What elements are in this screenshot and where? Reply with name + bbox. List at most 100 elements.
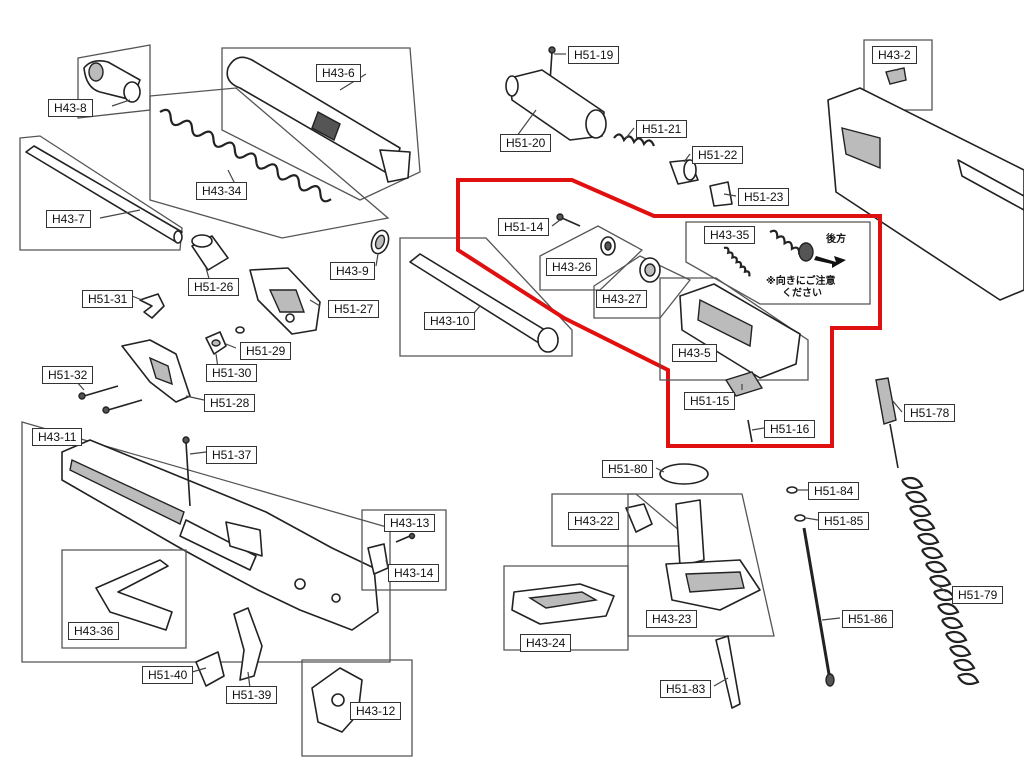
part-h51-27-hop-unit [249,267,321,335]
part-h51-22-bushing [669,159,699,185]
label-h51-86: H51-86 [842,610,894,628]
group-box-h43-2 [863,39,933,111]
label-h51-31: H51-31 [82,290,134,308]
group-box-h43-34 [149,87,390,239]
part-h51-26-bushing [191,234,229,271]
part-h51-39-sear [233,607,263,681]
label-h51-39: H51-39 [226,686,278,704]
label-h51-78: H51-78 [904,404,956,422]
part-h51-20-hop-chamber [505,69,607,141]
part-h51-85-oring [794,514,806,522]
part-h43-11-frame [61,439,379,631]
part-h51-84-oring [786,486,798,494]
part-h51-21-spring [613,133,656,147]
label-h43-22: H43-22 [568,512,620,530]
part-h51-79-mag-spring [901,476,980,686]
part-h43-2-sight [885,67,907,85]
part-h51-23-clip [709,181,733,207]
part-h51-28-screw [102,399,143,414]
part-h43-10-inner-barrel [409,253,559,353]
part-h43-27-gear [639,257,661,283]
label-h51-40: H51-40 [142,666,194,684]
label-h51-85: H51-85 [818,512,870,530]
part-h51-28-hammer-housing [121,339,191,403]
label-h51-37: H51-37 [206,446,258,464]
part-h43-34-recoil-spring [159,108,332,203]
part-h43-13-screw [395,532,416,543]
part-h51-15-plate [724,371,764,397]
label-h51-21: H51-21 [636,120,688,138]
label-h51-28: H51-28 [204,394,256,412]
part-h51-78-follower [875,377,899,469]
part-h43-23-magazine-body [665,499,761,611]
label-h43-14: H43-14 [388,564,440,582]
label-h43-2: H43-2 [872,46,917,64]
group-box-h43-6 [221,47,421,201]
label-h43-23: H43-23 [646,610,698,628]
group-box-h43-27 [593,255,692,319]
part-h51-30-nut [205,331,227,355]
group-box-h43-24 [503,565,629,651]
part-h43-12-hammer [311,667,363,733]
part-h51-14-screw [556,213,581,227]
label-h51-32: H51-32 [42,366,94,384]
label-h43-27: H43-27 [596,290,648,308]
part-h51-37-pin [182,436,191,507]
group-box-h43-11 [21,421,391,663]
label-h51-15: H51-15 [684,392,736,410]
label-h43-35: H43-35 [704,226,756,244]
part-h43-35-spring [723,229,814,277]
label-h43-13: H43-13 [384,514,436,532]
label-h51-27: H51-27 [328,300,380,318]
part-h51-16-pin [747,419,753,443]
label-h43-6: H43-6 [316,64,361,82]
group-box-h43-10 [399,237,573,357]
part-h51-40-spring [195,651,225,687]
label-h43-7: H43-7 [46,210,91,228]
group-box-h43-26 [539,225,644,291]
label-h51-14: H51-14 [498,218,550,236]
label-h43-5: H43-5 [672,344,717,362]
label-h43-10: H43-10 [424,312,476,330]
label-h51-20: H51-20 [500,134,552,152]
label-h43-26: H43-26 [546,258,598,276]
part-slide-body [827,87,1024,301]
label-h51-30: H51-30 [206,364,258,382]
note-line-2: ください [782,288,822,299]
label-h43-11: H43-11 [32,428,83,446]
part-h43-9-oring [370,229,390,255]
label-h51-23: H51-23 [738,188,790,206]
label-h51-16: H51-16 [764,420,816,438]
label-h43-24: H43-24 [520,634,572,652]
label-h51-29: H51-29 [240,342,292,360]
part-h43-22-valve [625,503,653,533]
part-h51-86-rod [802,527,835,687]
part-h43-6-outer-barrel [226,56,411,183]
label-h43-12: H43-12 [350,702,402,720]
part-h51-83-rod [715,635,741,709]
label-h43-8: H43-8 [48,99,93,117]
label-h43-34: H43-34 [196,182,248,200]
part-h51-32-screw [78,385,119,400]
highlight-outline [456,178,882,448]
label-h43-36: H43-36 [68,622,120,640]
label-h51-79: H51-79 [952,586,1004,604]
direction-arrow-icon [814,256,846,268]
label-h51-22: H51-22 [692,146,744,164]
group-box-h43-13 [361,509,447,591]
label-h51-80: H51-80 [602,460,654,478]
part-h43-36-trigger [95,559,173,631]
label-h51-84: H51-84 [808,482,860,500]
group-box-h43-12 [301,659,413,757]
part-h51-80-oring [659,463,709,485]
group-box-h43-36 [61,549,187,649]
label-h51-19: H51-19 [568,46,620,64]
label-h51-26: H51-26 [188,278,240,296]
part-h43-7-guide-rod [25,145,183,244]
part-h43-8-cap [83,60,141,103]
note-line-1: ※向きにご注意 [766,276,836,287]
part-h43-5-nozzle [679,283,801,379]
note-direction-label: 後方 [826,234,846,245]
group-box-h43-35 [685,221,871,305]
